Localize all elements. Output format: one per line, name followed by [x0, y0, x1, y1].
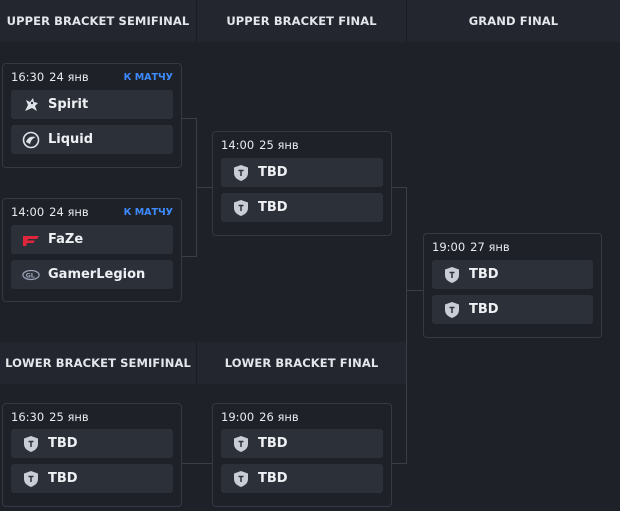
gamerlegion-logo-icon: GL	[22, 266, 40, 284]
connector-line	[181, 256, 197, 257]
team-slot[interactable]: TBD	[432, 260, 593, 289]
faze-logo-icon	[22, 231, 40, 249]
connector-line	[196, 118, 197, 257]
team-name: GamerLegion	[48, 267, 146, 282]
to-match-link[interactable]: К МАТЧУ	[123, 71, 173, 83]
team-name: TBD	[469, 302, 499, 317]
header-upper-bracket-final: UPPER BRACKET FINAL	[197, 0, 407, 42]
match-date: 24 янв	[49, 205, 89, 219]
header-grand-final: GRAND FINAL	[407, 0, 620, 42]
liquid-logo-icon	[22, 131, 40, 149]
tbd-shield-icon	[22, 435, 40, 453]
team-name: TBD	[258, 471, 288, 486]
svg-text:GL: GL	[26, 272, 35, 279]
match-header: 14:00 25 янв	[221, 138, 383, 152]
connector-line	[391, 187, 407, 188]
match-card-lb-final[interactable]: 19:00 26 янв TBD TBD	[212, 403, 392, 507]
match-card-lb-semifinal[interactable]: 16:30 25 янв TBD TBD	[2, 403, 182, 507]
match-time: 19:00	[432, 240, 466, 254]
match-card-ub-semifinal-2[interactable]: 14:00 24 янв К МАТЧУ FaZe GL GamerLegion	[2, 198, 182, 302]
match-card-grand-final[interactable]: 19:00 27 янв TBD TBD	[423, 233, 602, 338]
team-name: TBD	[258, 436, 288, 451]
team-name: TBD	[469, 267, 499, 282]
match-header: 14:00 24 янв К МАТЧУ	[11, 205, 173, 219]
team-slot[interactable]: TBD	[432, 295, 593, 324]
match-date: 26 янв	[259, 410, 299, 424]
connector-line	[391, 463, 407, 464]
connector-line	[181, 463, 212, 464]
match-time: 14:00	[11, 205, 45, 219]
match-time: 14:00	[221, 138, 255, 152]
connector-line	[181, 118, 197, 119]
match-header: 16:30 25 янв	[11, 410, 173, 424]
connector-line	[406, 187, 407, 464]
match-date: 25 янв	[259, 138, 299, 152]
team-slot[interactable]: Spirit	[11, 90, 173, 119]
team-slot[interactable]: TBD	[221, 193, 383, 222]
team-name: TBD	[48, 471, 78, 486]
match-card-ub-semifinal-1[interactable]: 16:30 24 янв К МАТЧУ Spirit Liquid	[2, 63, 182, 168]
header-lower-bracket-semifinal: LOWER BRACKET SEMIFINAL	[0, 342, 197, 384]
team-name: FaZe	[48, 232, 84, 247]
match-time: 19:00	[221, 410, 255, 424]
match-time: 16:30	[11, 70, 45, 84]
team-name: TBD	[48, 436, 78, 451]
header-upper-bracket-semifinal: UPPER BRACKET SEMIFINAL	[0, 0, 197, 42]
tbd-shield-icon	[443, 266, 461, 284]
tbd-shield-icon	[232, 435, 250, 453]
tbd-shield-icon	[22, 470, 40, 488]
team-slot[interactable]: TBD	[221, 158, 383, 187]
tbd-shield-icon	[232, 199, 250, 217]
spirit-logo-icon	[22, 96, 40, 114]
team-slot[interactable]: Liquid	[11, 125, 173, 154]
connector-line	[407, 290, 423, 291]
team-slot[interactable]: TBD	[221, 429, 383, 458]
match-date: 25 янв	[49, 410, 89, 424]
match-card-ub-final[interactable]: 14:00 25 янв TBD TBD	[212, 131, 392, 236]
match-date: 24 янв	[49, 70, 89, 84]
team-name: Liquid	[48, 132, 94, 147]
match-date: 27 янв	[470, 240, 510, 254]
team-slot[interactable]: TBD	[11, 464, 173, 493]
team-slot[interactable]: FaZe	[11, 225, 173, 254]
team-name: Spirit	[48, 97, 89, 112]
header-lower-bracket-final: LOWER BRACKET FINAL	[197, 342, 407, 384]
match-time: 16:30	[11, 410, 45, 424]
team-name: TBD	[258, 165, 288, 180]
to-match-link[interactable]: К МАТЧУ	[123, 206, 173, 218]
tbd-shield-icon	[232, 164, 250, 182]
tbd-shield-icon	[443, 301, 461, 319]
match-header: 19:00 26 янв	[221, 410, 383, 424]
match-header: 19:00 27 янв	[432, 240, 593, 254]
team-slot[interactable]: GL GamerLegion	[11, 260, 173, 289]
team-slot[interactable]: TBD	[221, 464, 383, 493]
team-slot[interactable]: TBD	[11, 429, 173, 458]
tbd-shield-icon	[232, 470, 250, 488]
match-header: 16:30 24 янв К МАТЧУ	[11, 70, 173, 84]
connector-line	[197, 187, 212, 188]
team-name: TBD	[258, 200, 288, 215]
